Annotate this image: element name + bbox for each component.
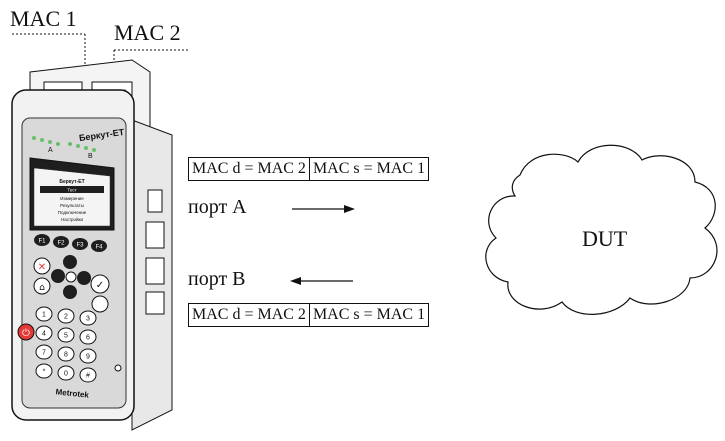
port-a-label: порт A xyxy=(188,196,247,218)
keypad-key[interactable] xyxy=(79,367,97,383)
screen-line-1: Измерение xyxy=(60,196,84,201)
rj45-port-a xyxy=(145,221,165,249)
keypad-key-label: 2 xyxy=(64,314,68,321)
f1-key-label: F1 xyxy=(38,239,46,245)
keypad-key-label: 0 xyxy=(64,371,68,378)
screen-line-2: Результаты xyxy=(60,203,84,208)
cancel-icon: ✕ xyxy=(38,262,46,273)
keypad-key[interactable] xyxy=(79,348,97,364)
keypad-key-label: 7 xyxy=(42,350,46,357)
nav-up-key[interactable] xyxy=(63,255,77,269)
rj45-port-b xyxy=(145,257,165,285)
power-button[interactable] xyxy=(17,323,35,341)
dut-label: DUT xyxy=(582,226,628,251)
numeric-keypad: 1 2 3 4 5 6 7 8 9 * 0 # xyxy=(35,306,97,383)
led-row xyxy=(32,136,96,152)
power-icon: ⏻ xyxy=(22,328,30,339)
check-icon: ✓ xyxy=(96,280,104,291)
f2-key[interactable] xyxy=(53,236,69,248)
keypad-key-label: * xyxy=(43,369,46,376)
keypad-key-label: 4 xyxy=(42,331,46,338)
f4-key[interactable] xyxy=(91,240,107,252)
keypad-key-label: 9 xyxy=(86,354,90,361)
arrow-port-a xyxy=(292,205,355,213)
nav-down-key[interactable] xyxy=(63,285,77,299)
nav-right-key[interactable] xyxy=(77,271,91,285)
frame-bottom: MAC d = MAC 2 MAC s = MAC 1 xyxy=(188,303,430,327)
screen-line-3: Подключение xyxy=(58,210,87,215)
frame-top-src: MAC s = MAC 1 xyxy=(308,158,428,180)
screen-line-4: Настройки xyxy=(61,216,84,222)
keypad-key[interactable] xyxy=(57,308,75,324)
frame-top: MAC d = MAC 2 MAC s = MAC 1 xyxy=(188,157,430,181)
screen-title: Беркут-ET xyxy=(59,179,84,185)
power-jack xyxy=(145,291,165,315)
keypad-key[interactable] xyxy=(57,365,75,381)
keypad-key[interactable] xyxy=(35,306,53,322)
nav-left-key[interactable] xyxy=(51,269,65,283)
keypad-key[interactable] xyxy=(57,327,75,343)
frame-top-dst: MAC d = MAC 2 xyxy=(192,160,306,177)
cancel-key[interactable] xyxy=(33,257,51,275)
device-port-b-letter: B xyxy=(88,153,93,160)
screen-line-0: Тест xyxy=(67,188,76,193)
frame-bottom-dst: MAC d = MAC 2 xyxy=(192,306,306,323)
keypad-key-label: 6 xyxy=(86,335,90,342)
f3-key-label: F3 xyxy=(76,243,84,249)
home-icon: ⌂ xyxy=(39,283,45,293)
keypad-key[interactable] xyxy=(57,346,75,362)
tester-device: Беркут-ET A B Беркут-ET Тест xyxy=(11,59,173,431)
keypad-key-label: # xyxy=(86,373,90,380)
dut-cloud xyxy=(485,144,718,315)
keypad-key-label: 5 xyxy=(64,333,68,340)
f3-key[interactable] xyxy=(72,238,88,250)
keypad-key-label: 1 xyxy=(42,312,46,319)
device-maker: Metrotek xyxy=(55,387,90,399)
usb-port xyxy=(147,189,163,213)
home-key[interactable] xyxy=(33,277,51,295)
mac1-leader xyxy=(12,33,86,90)
port-b-label: порт B xyxy=(188,268,246,290)
device-screen: Беркут-ET Тест Измерение Результаты Подк… xyxy=(29,157,115,231)
frame-bottom-src: MAC s = MAC 1 xyxy=(308,304,428,326)
keypad-key[interactable] xyxy=(35,344,53,360)
ok-key[interactable] xyxy=(90,274,110,294)
nav-center-key[interactable] xyxy=(65,271,77,283)
keypad-key-label: 8 xyxy=(64,352,68,359)
keypad-key[interactable] xyxy=(79,329,97,345)
arrow-port-b xyxy=(290,277,353,285)
device-port-a-letter: A xyxy=(48,147,53,154)
function-keys: F1 F2 F3 F4 xyxy=(34,234,107,252)
keypad-key[interactable] xyxy=(35,325,53,341)
f2-key-label: F2 xyxy=(57,241,65,247)
nav-cluster: ✕ ⌂ ✓ xyxy=(33,255,110,313)
settings-key[interactable] xyxy=(91,295,109,313)
keypad-key[interactable] xyxy=(35,363,53,379)
keypad-key-label: 3 xyxy=(86,316,90,323)
f1-key[interactable] xyxy=(34,234,50,246)
mac1-label: MAC 1 xyxy=(10,6,77,31)
f4-key-label: F4 xyxy=(95,245,103,251)
mac2-label: MAC 2 xyxy=(114,20,181,45)
keypad-key[interactable] xyxy=(79,310,97,326)
